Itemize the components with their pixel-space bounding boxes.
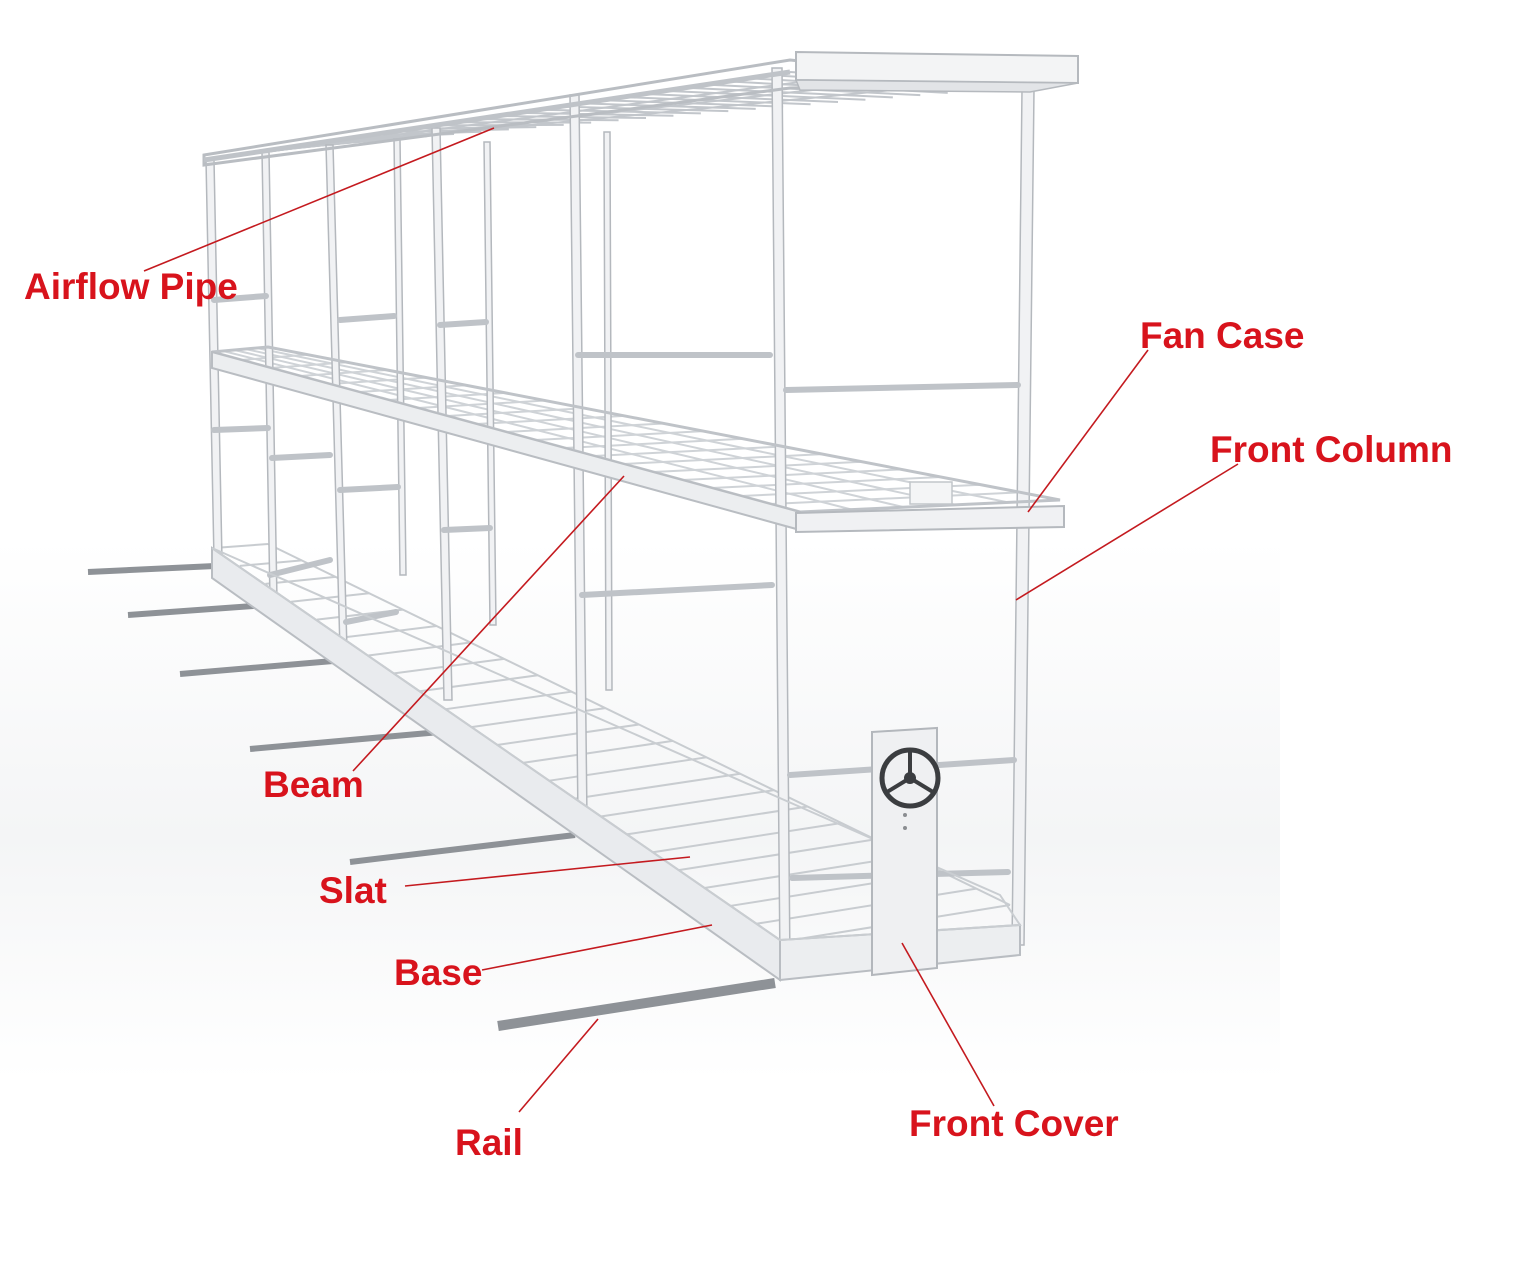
- label-airflow-pipe: Airflow Pipe: [24, 266, 238, 307]
- beam-2: [214, 428, 268, 430]
- label-beam: Beam: [263, 764, 364, 805]
- label-fan-case: Fan Case: [1140, 315, 1305, 356]
- beam-3: [272, 455, 330, 458]
- column-4: [394, 139, 406, 575]
- front-cover: [872, 728, 938, 975]
- beam-7: [444, 528, 490, 530]
- shelf-long-1: [223, 351, 852, 510]
- label-base: Base: [394, 952, 482, 993]
- fan-case-top: [796, 52, 1078, 92]
- beam-6: [440, 322, 486, 325]
- label-slat: Slat: [319, 870, 387, 911]
- label-rail: Rail: [455, 1122, 523, 1163]
- shelf-long-3: [246, 349, 956, 505]
- beam-10: [786, 385, 1018, 390]
- beam-4: [340, 316, 394, 320]
- leader-fan-case: [1028, 350, 1148, 512]
- label-front-cover: Front Cover: [909, 1103, 1119, 1144]
- label-front-column: Front Column: [1210, 429, 1453, 470]
- beam-5: [340, 487, 398, 490]
